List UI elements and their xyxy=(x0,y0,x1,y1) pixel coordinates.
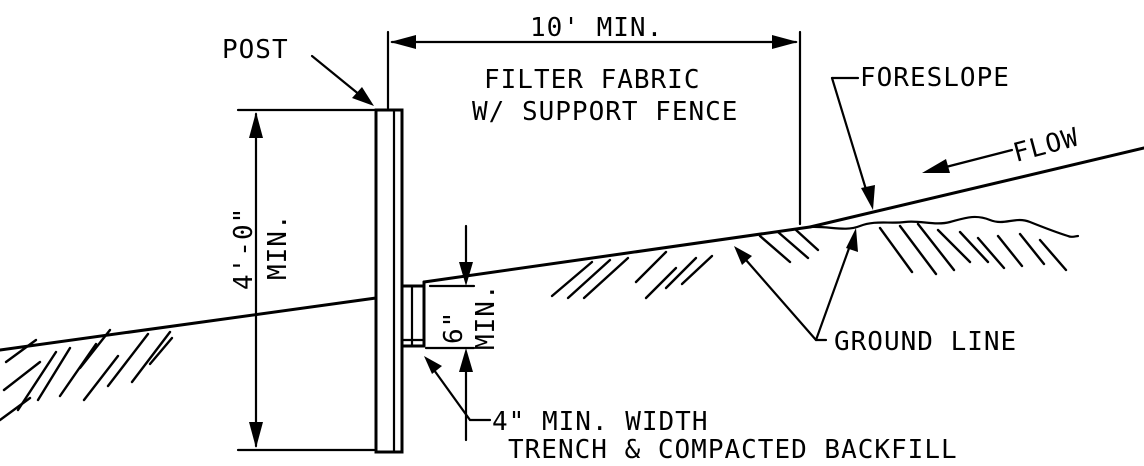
trench-backfill-label: TRENCH & COMPACTED BACKFILL xyxy=(508,435,958,465)
flow-label: FLOW xyxy=(1010,123,1082,169)
foreslope-leader xyxy=(830,76,875,210)
post xyxy=(374,108,404,454)
six-in-min-label: MIN. xyxy=(471,283,501,350)
support-fence-label: W/ SUPPORT FENCE xyxy=(472,97,738,127)
flow-arrow xyxy=(922,148,1014,173)
six-in-dimension xyxy=(424,224,476,442)
ground-line-left xyxy=(0,296,378,352)
irregular-ground-surface xyxy=(808,215,1080,238)
four-ft-min-label: MIN. xyxy=(263,213,293,280)
soil-hatching xyxy=(0,222,1068,422)
trench-width-label: 4" MIN. WIDTH xyxy=(492,407,709,437)
foreslope-label: FORESLOPE xyxy=(860,63,1010,93)
six-in-label: 6" xyxy=(439,311,469,344)
foreslope-line xyxy=(808,146,1144,229)
ten-ft-label: 10' MIN. xyxy=(530,13,663,43)
post-label: POST xyxy=(222,35,289,65)
post-leader xyxy=(310,54,374,106)
ground-line-label: GROUND LINE xyxy=(834,327,1017,357)
ground-line-right xyxy=(422,225,812,284)
ten-ft-dimension xyxy=(386,30,802,226)
four-ft-dimension xyxy=(236,108,376,452)
four-ft-label: 4'-0" xyxy=(229,207,259,290)
ground-line-leaders xyxy=(734,228,858,342)
filter-fabric-label: FILTER FABRIC xyxy=(484,65,701,95)
trench-leader xyxy=(424,356,492,422)
trench xyxy=(400,280,426,348)
